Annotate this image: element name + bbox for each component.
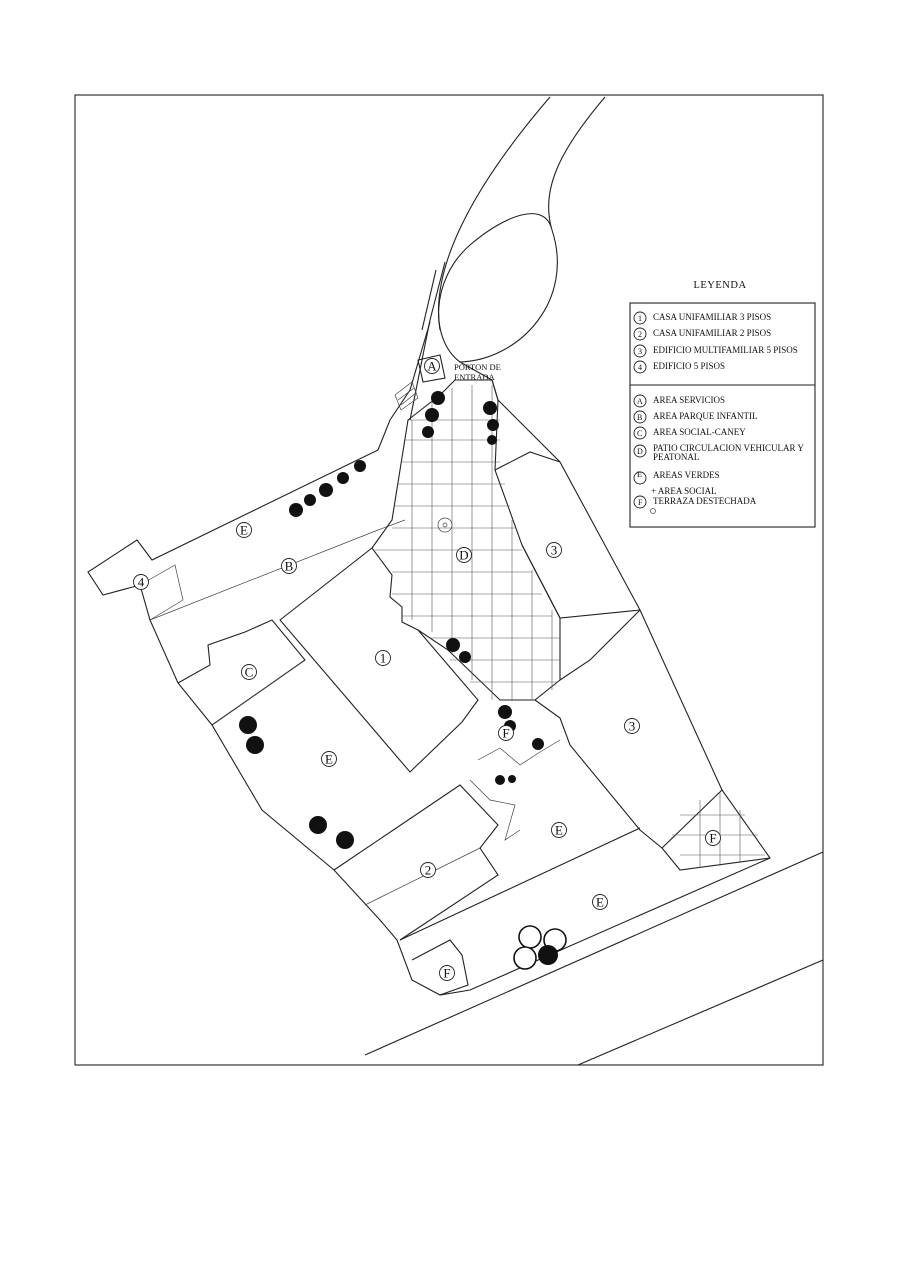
svg-text:B: B (637, 413, 642, 422)
entrance-label-line2: ENTRADA (454, 372, 495, 382)
legend-item-4: 4 EDIFICIO 5 PISOS (633, 360, 725, 374)
entrance-label-line1: PORTON DE (454, 362, 501, 372)
south-road (364, 851, 824, 1066)
svg-text:EDIFICIO MULTIFAMILIAR 5 PISOS: EDIFICIO MULTIFAMILIAR 5 PISOS (653, 345, 798, 355)
legend-box (629, 302, 816, 528)
svg-text:1: 1 (638, 314, 642, 323)
zone-label-e4: E (592, 894, 608, 910)
courtyard-grid (375, 385, 560, 700)
zone-label-e2: E (321, 751, 337, 767)
legend: LEYENDA 1 CASA UNIFAMILIAR 3 PISOS 2 CASA … (629, 280, 816, 528)
svg-text:AREA SOCIAL-CANEY: AREA SOCIAL-CANEY (653, 427, 746, 437)
svg-text:PATIO CIRCULACION VEHICULAR Y: PATIO CIRCULACION VEHICULAR Y (653, 443, 804, 453)
zone-label-3a: 3 (546, 542, 562, 558)
zone-label-c: C (241, 664, 257, 680)
svg-text:EDIFICIO 5 PISOS: EDIFICIO 5 PISOS (653, 361, 725, 371)
trees-north-row (289, 460, 366, 517)
svg-text:CASA UNIFAMILIAR 2 PISOS: CASA UNIFAMILIAR 2 PISOS (653, 328, 771, 338)
zone-label-4: 4 (133, 574, 149, 590)
svg-text:E: E (637, 470, 642, 479)
zone-label-a: A (424, 358, 440, 374)
svg-text:TERRAZA DESTECHADA: TERRAZA DESTECHADA (653, 496, 757, 506)
trees-courtyard-edge (446, 638, 516, 732)
svg-text:C: C (245, 665, 254, 680)
svg-text:AREA SERVICIOS: AREA SERVICIOS (653, 395, 725, 405)
zone-label-b: B (281, 558, 297, 574)
drawing-frame (74, 94, 824, 1066)
shrubs-garden (239, 716, 544, 849)
zone-label-2: 2 (420, 862, 436, 878)
zone-label-d: D (456, 547, 472, 563)
zone-labels: A B C D E E E E F F F 1 2 3 3 4 (133, 358, 721, 981)
legend-item-2: 2 CASA UNIFAMILIAR 2 PISOS (633, 327, 771, 341)
zone-label-e3: E (551, 822, 567, 838)
legend-item-1: 1 CASA UNIFAMILIAR 3 PISOS (633, 311, 771, 325)
svg-text:C: C (637, 429, 642, 438)
svg-text:F: F (502, 726, 509, 741)
zone-label-1: 1 (375, 650, 391, 666)
svg-text:1: 1 (380, 651, 387, 666)
zone-label-3b: 3 (624, 718, 640, 734)
terrace-grid-east (672, 792, 765, 868)
legend-item-b: B AREA PARQUE INFANTIL (633, 410, 758, 424)
access-road (409, 96, 606, 421)
zone-label-f1: F (498, 725, 514, 741)
legend-item-e: E AREAS VERDES (633, 470, 720, 485)
svg-text:AREAS VERDES: AREAS VERDES (653, 470, 720, 480)
svg-text:AREA PARQUE INFANTIL: AREA PARQUE INFANTIL (653, 411, 758, 421)
svg-text:PEATONAL: PEATONAL (653, 452, 699, 462)
zone-label-f3: F (439, 965, 455, 981)
svg-text:A: A (427, 359, 437, 374)
legend-item-f: F TERRAZA DESTECHADA (633, 495, 757, 509)
legend-small-marker (650, 508, 656, 514)
svg-text:B: B (285, 559, 294, 574)
svg-text:F: F (709, 831, 716, 846)
svg-text:+ AREA SOCIAL: + AREA SOCIAL (651, 486, 717, 496)
zone-outlines (149, 354, 771, 996)
svg-text:E: E (596, 895, 604, 910)
svg-text:CASA UNIFAMILIAR 3 PISOS: CASA UNIFAMILIAR 3 PISOS (653, 312, 771, 322)
svg-text:F: F (638, 498, 643, 507)
svg-text:3: 3 (551, 543, 558, 558)
svg-text:E: E (555, 823, 563, 838)
zone-label-f2: F (705, 830, 721, 846)
svg-text:3: 3 (629, 719, 636, 734)
property-boundary (87, 321, 771, 996)
svg-text:D: D (637, 447, 643, 456)
legend-item-e-extra: + AREA SOCIAL (651, 486, 717, 496)
stairs-north (394, 381, 419, 411)
svg-text:E: E (325, 752, 333, 767)
svg-text:4: 4 (638, 363, 642, 372)
svg-text:E: E (240, 523, 248, 538)
zone-label-e1: E (236, 522, 252, 538)
legend-item-a: A AREA SERVICIOS (633, 394, 725, 408)
svg-text:A: A (637, 397, 643, 406)
svg-text:4: 4 (138, 575, 145, 590)
svg-text:D: D (459, 548, 468, 563)
legend-item-3: 3 EDIFICIO MULTIFAMILIAR 5 PISOS (633, 344, 798, 358)
svg-text:3: 3 (638, 347, 642, 356)
trees-south (513, 925, 567, 970)
svg-text:2: 2 (638, 330, 642, 339)
trees-entrance (422, 391, 499, 445)
svg-text:F: F (443, 966, 450, 981)
svg-text:2: 2 (425, 863, 432, 878)
legend-title: LEYENDA (693, 280, 746, 291)
legend-item-c: C AREA SOCIAL-CANEY (633, 426, 746, 440)
